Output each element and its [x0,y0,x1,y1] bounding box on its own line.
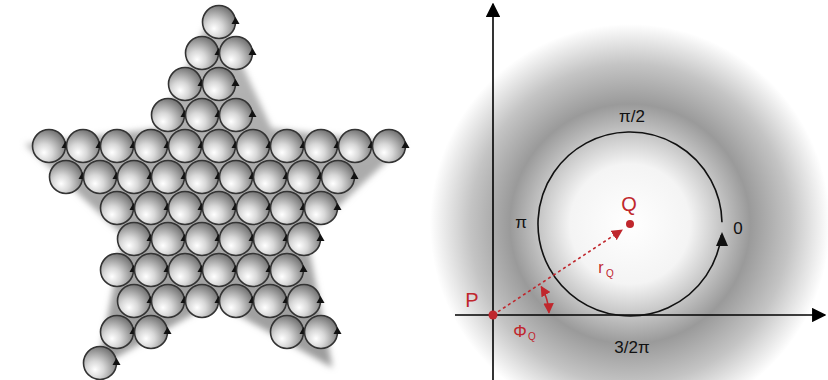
vortex-circle [220,99,257,132]
circulation-panel [430,4,828,380]
vortex-circle [101,316,138,349]
vortex-circle [305,316,342,349]
vortex-circle [271,316,308,349]
vortex-circle [135,192,172,225]
subscript: Q [606,269,614,279]
vortex-circle [288,223,325,256]
vortex-circle [288,285,325,318]
vortex-star [25,6,410,380]
vortex-circle [271,254,308,287]
vortex-circle [220,223,257,256]
point-label: Q [621,194,637,214]
vortex-circle [203,68,240,101]
density-halo [430,24,828,380]
vortex-circle [186,161,223,194]
vortex-circle [118,223,155,256]
point-label: P [465,290,478,310]
distance-symbol: r [598,260,603,276]
subscript: Q [528,332,536,342]
phase-label: π [515,214,527,231]
angle-symbol: Φ [513,323,527,340]
vortex-circle [152,223,189,256]
circulation-loop [538,132,722,316]
vortex-circle [254,161,291,194]
vortex-circle [169,192,206,225]
loop-arrowhead [716,232,728,246]
vortex-circle [186,285,223,318]
angle-arc [541,287,549,313]
vortex-circle [271,130,308,163]
vortex-circle [203,130,240,163]
y-axis [492,4,494,380]
vortex-circle [169,130,206,163]
vortex-circle [254,285,291,318]
vortex-circle [237,192,274,225]
vortex-circle [186,37,223,70]
phase-label: π/2 [619,108,645,125]
star-shape [25,6,405,368]
vortex-circle [101,192,138,225]
vortex-circle [288,161,325,194]
vortex-circle [186,99,223,132]
vortex-circle [84,161,121,194]
vortex-circle [84,347,121,380]
vortex-circle [373,130,410,163]
vortex-circle [322,161,359,194]
vortex-circle [271,192,308,225]
vortex-circle [220,37,257,70]
phase-label: 0 [733,220,742,237]
vortex-circle [220,285,257,318]
vortex-circle [339,130,376,163]
vortex-circle [135,254,172,287]
vortex-circle [220,161,257,194]
position-vector [493,230,622,315]
vortex-circle [203,254,240,287]
vortex-circle [152,161,189,194]
vortex-circle [152,99,189,132]
vortex-circle [305,130,342,163]
vortex-circle [118,285,155,318]
vortex-circle [203,6,240,39]
point-q [626,220,634,228]
vortex-circle [169,254,206,287]
vortex-circle [67,130,104,163]
vortex-circle [101,130,138,163]
vortex-circle [50,161,87,194]
vortex-circle [237,254,274,287]
vortex-circle [254,223,291,256]
vortex-circle [305,192,342,225]
vortex-circle [152,285,189,318]
vortex-circle [186,223,223,256]
vortex-circle [118,161,155,194]
vortex-circle [135,130,172,163]
vortex-circle [203,192,240,225]
vortex-circle [135,316,172,349]
vortex-circle [33,130,70,163]
phase-label: 3/2π [614,339,649,356]
vortex-circle [101,254,138,287]
vortex-circle [237,130,274,163]
vortex-circle [169,68,206,101]
